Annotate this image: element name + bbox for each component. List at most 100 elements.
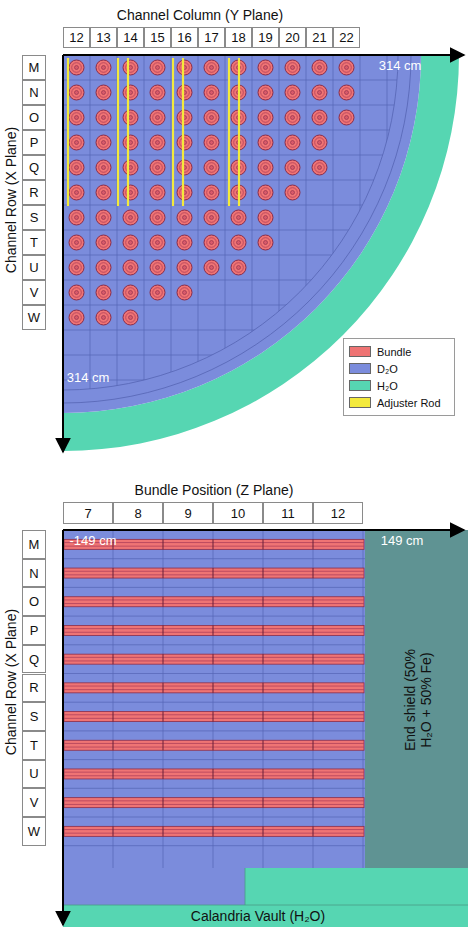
legend-row: Adjuster Rod xyxy=(349,394,449,411)
fuel-bundle xyxy=(177,210,192,225)
drawing-stroke xyxy=(63,230,430,231)
drawing-stroke xyxy=(102,266,106,270)
drawing-stroke xyxy=(180,63,190,73)
drawing-stroke xyxy=(291,191,295,195)
fuel-bundle xyxy=(123,235,138,250)
dimension: 314 cm xyxy=(67,371,110,386)
drawing-stroke xyxy=(263,625,264,635)
fuel-channel xyxy=(64,597,364,607)
drawing-stroke xyxy=(163,654,164,664)
drawing-stroke xyxy=(72,138,82,148)
drawing-stroke xyxy=(315,88,325,98)
drawing-stroke xyxy=(210,91,214,95)
row-letter: V xyxy=(22,280,46,305)
drawing-stroke xyxy=(99,238,109,248)
drawing-stroke xyxy=(163,712,164,722)
drawing-stroke xyxy=(163,740,164,750)
drawing-stroke xyxy=(163,683,164,693)
drawing-stroke xyxy=(263,597,264,607)
drawing-stroke xyxy=(263,654,264,664)
region-label: Calandria Vault (H₂O) xyxy=(191,908,325,924)
drawing-stroke xyxy=(163,625,164,635)
drawing-stroke xyxy=(313,712,314,722)
fuel-bundle xyxy=(231,210,246,225)
column-number: 19 xyxy=(252,27,279,48)
fuel-bundle xyxy=(204,110,219,125)
drawing-stroke xyxy=(153,113,163,123)
drawing-stroke xyxy=(213,740,214,750)
h2o-ring xyxy=(63,55,459,451)
drawing-stroke xyxy=(313,654,314,664)
drawing-stroke xyxy=(102,116,106,120)
drawing-stroke xyxy=(207,88,217,98)
drawing-stroke xyxy=(313,740,314,750)
column-number: 16 xyxy=(171,27,198,48)
drawing-stroke xyxy=(237,241,241,245)
fuel-bundle xyxy=(312,135,327,150)
drawing-stroke xyxy=(72,113,82,123)
dimension: 314 cm xyxy=(379,59,422,74)
drawing-stroke xyxy=(113,654,114,664)
drawing-stroke xyxy=(129,241,133,245)
drawing-stroke xyxy=(64,800,364,801)
drawing-stroke xyxy=(75,266,79,270)
drawing-stroke xyxy=(102,291,106,295)
drawing-stroke xyxy=(129,266,133,270)
drawing-stroke xyxy=(213,826,214,836)
fuel-bundle xyxy=(258,110,273,125)
drawing-stroke xyxy=(126,263,136,273)
lattice-grid xyxy=(63,530,365,868)
drawing-stroke xyxy=(207,163,217,173)
fuel-bundle xyxy=(123,260,138,275)
drawing-stroke xyxy=(126,288,136,298)
fuel-bundle xyxy=(150,60,165,75)
drawing-stroke xyxy=(345,91,349,95)
drawing-stroke xyxy=(264,191,268,195)
fuel-bundle xyxy=(177,160,192,175)
fuel-bundle xyxy=(258,85,273,100)
drawing-stroke xyxy=(213,597,214,607)
fuel-bundle xyxy=(285,135,300,150)
drawing-stroke xyxy=(64,657,364,658)
drawing-stroke xyxy=(180,263,190,273)
drawing-stroke xyxy=(261,138,271,148)
drawing-stroke xyxy=(99,313,109,323)
drawing-stroke xyxy=(99,113,109,123)
fuel-bundle xyxy=(69,185,84,200)
drawing-stroke xyxy=(180,213,190,223)
drawing-stroke xyxy=(313,625,314,635)
adjuster-rod xyxy=(172,58,174,206)
fuel-bundle xyxy=(96,85,111,100)
drawing-stroke xyxy=(213,568,214,578)
axis-title: Channel Row (X Plane) xyxy=(3,609,19,755)
drawing-stroke xyxy=(291,66,295,70)
drawing-stroke xyxy=(213,625,214,635)
fuel-bundles xyxy=(69,60,354,325)
fuel-bundle xyxy=(69,160,84,175)
fuel-bundle xyxy=(150,185,165,200)
drawing-stroke xyxy=(263,740,264,750)
fuel-bundle xyxy=(96,235,111,250)
drawing-stroke xyxy=(156,291,160,295)
fuel-bundle xyxy=(123,135,138,150)
drawing-stroke xyxy=(156,216,160,220)
row-letter: O xyxy=(22,587,46,616)
drawing-stroke xyxy=(210,141,214,145)
drawing-stroke xyxy=(153,163,163,173)
drawing-stroke xyxy=(153,213,163,223)
fuel-bundle xyxy=(177,135,192,150)
drawing-stroke xyxy=(213,712,214,722)
adjuster-rod xyxy=(117,58,119,206)
drawing-stroke xyxy=(315,138,325,148)
fuel-bundle xyxy=(150,235,165,250)
drawing-stroke xyxy=(342,63,352,73)
drawing-stroke xyxy=(318,91,322,95)
drawing-stroke xyxy=(153,138,163,148)
drawing-stroke xyxy=(102,191,106,195)
drawing-stroke xyxy=(102,241,106,245)
drawing-stroke xyxy=(163,539,164,549)
drawing-stroke xyxy=(213,683,214,693)
drawing-stroke xyxy=(113,568,114,578)
drawing-stroke xyxy=(75,316,79,320)
drawing-stroke xyxy=(264,91,268,95)
